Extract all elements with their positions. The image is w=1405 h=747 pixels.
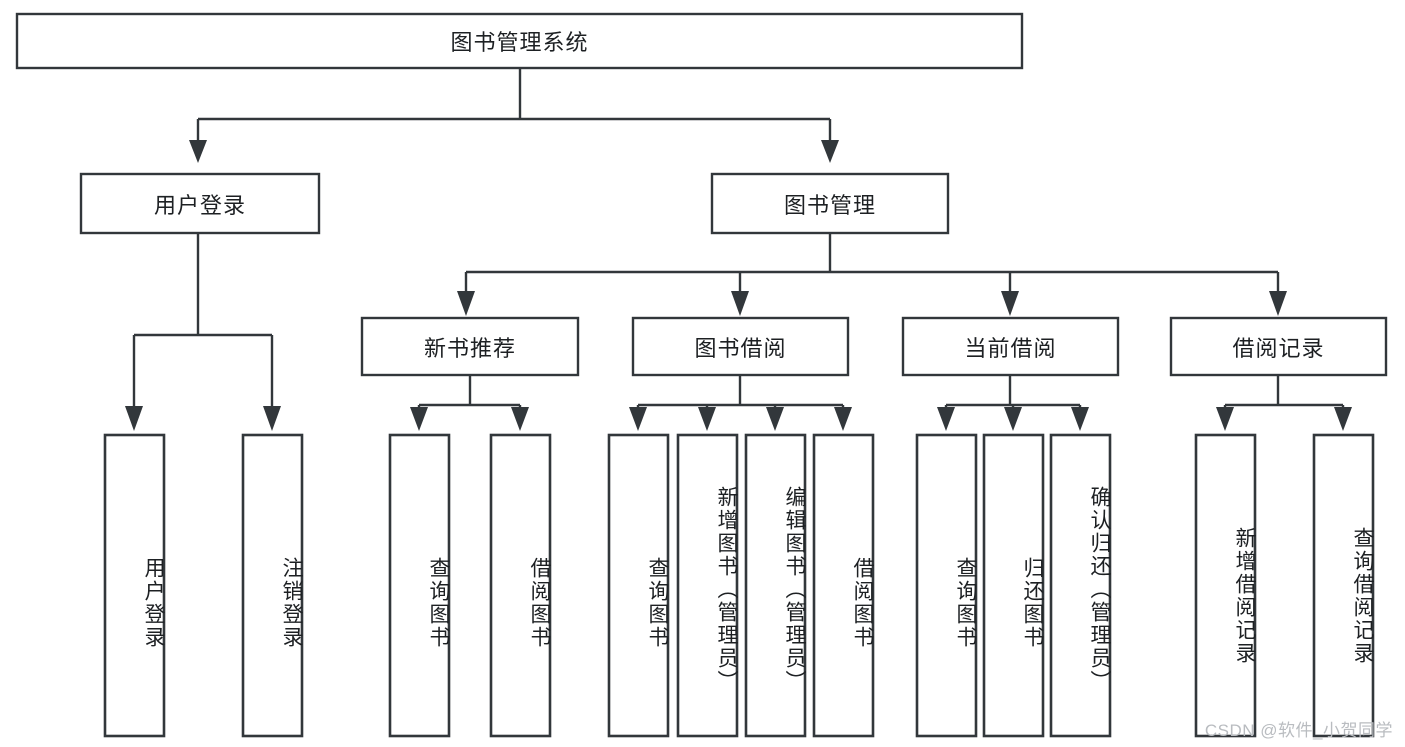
arrow-nbr-leaf-2 [511, 407, 529, 431]
arrow-bb-leaf-2 [698, 407, 716, 431]
node-box-leaf-user-login[interactable] [103, 433, 166, 738]
arrow-bb-leaf-3 [766, 407, 784, 431]
node-box-leaf-borrow-book-1[interactable] [489, 433, 552, 738]
arrow-user-login-leaf-2 [263, 406, 281, 431]
connector-group-current-borrow [937, 375, 1089, 431]
arrow-cb-leaf-3 [1071, 407, 1089, 431]
connector-group-new-book-recommend [410, 375, 529, 431]
connector-group-book-management [457, 233, 1287, 316]
arrow-bm-to-book-borrow [731, 291, 749, 316]
connector-group-borrow-record [1216, 375, 1352, 431]
arrow-root-to-book-management [821, 140, 839, 163]
node-box-book-borrow[interactable] [631, 316, 850, 377]
node-box-leaf-add-book[interactable] [676, 433, 739, 738]
node-box-leaf-edit-book[interactable] [744, 433, 807, 738]
node-box-current-borrow[interactable] [901, 316, 1120, 377]
arrow-cb-leaf-1 [937, 407, 955, 431]
node-box-user-login[interactable] [79, 172, 321, 235]
arrow-bb-leaf-1 [629, 407, 647, 431]
node-box-new-book-recommend[interactable] [360, 316, 580, 377]
arrow-bm-to-new-book-recommend [457, 291, 475, 316]
node-box-leaf-confirm-return[interactable] [1049, 433, 1112, 738]
arrow-br-leaf-1 [1216, 407, 1234, 431]
node-box-leaf-borrow-book-2[interactable] [812, 433, 875, 738]
arrow-nbr-leaf-1 [410, 407, 428, 431]
node-box-book-management[interactable] [710, 172, 950, 235]
node-box-leaf-query-book-3[interactable] [915, 433, 978, 738]
node-box-leaf-return-book[interactable] [982, 433, 1045, 738]
arrow-root-to-user-login [189, 140, 207, 163]
arrow-user-login-leaf-1 [125, 406, 143, 431]
arrow-bm-to-current-borrow [1001, 291, 1019, 316]
node-box-borrow-record[interactable] [1169, 316, 1388, 377]
connector-group-user-login [125, 233, 281, 431]
connector-group-book-borrow [629, 375, 852, 431]
arrow-bb-leaf-4 [834, 407, 852, 431]
arrow-cb-leaf-2 [1004, 407, 1022, 431]
arrow-br-leaf-2 [1334, 407, 1352, 431]
node-box-leaf-query-book-1[interactable] [388, 433, 451, 738]
node-box-leaf-query-book-2[interactable] [607, 433, 670, 738]
node-box-leaf-query-record[interactable] [1312, 433, 1375, 738]
arrow-bm-to-borrow-record [1269, 291, 1287, 316]
connector-group-root [189, 68, 839, 163]
node-box-leaf-add-record[interactable] [1194, 433, 1257, 738]
node-box-leaf-logout-login[interactable] [241, 433, 304, 738]
node-box-system-title[interactable] [15, 12, 1024, 70]
